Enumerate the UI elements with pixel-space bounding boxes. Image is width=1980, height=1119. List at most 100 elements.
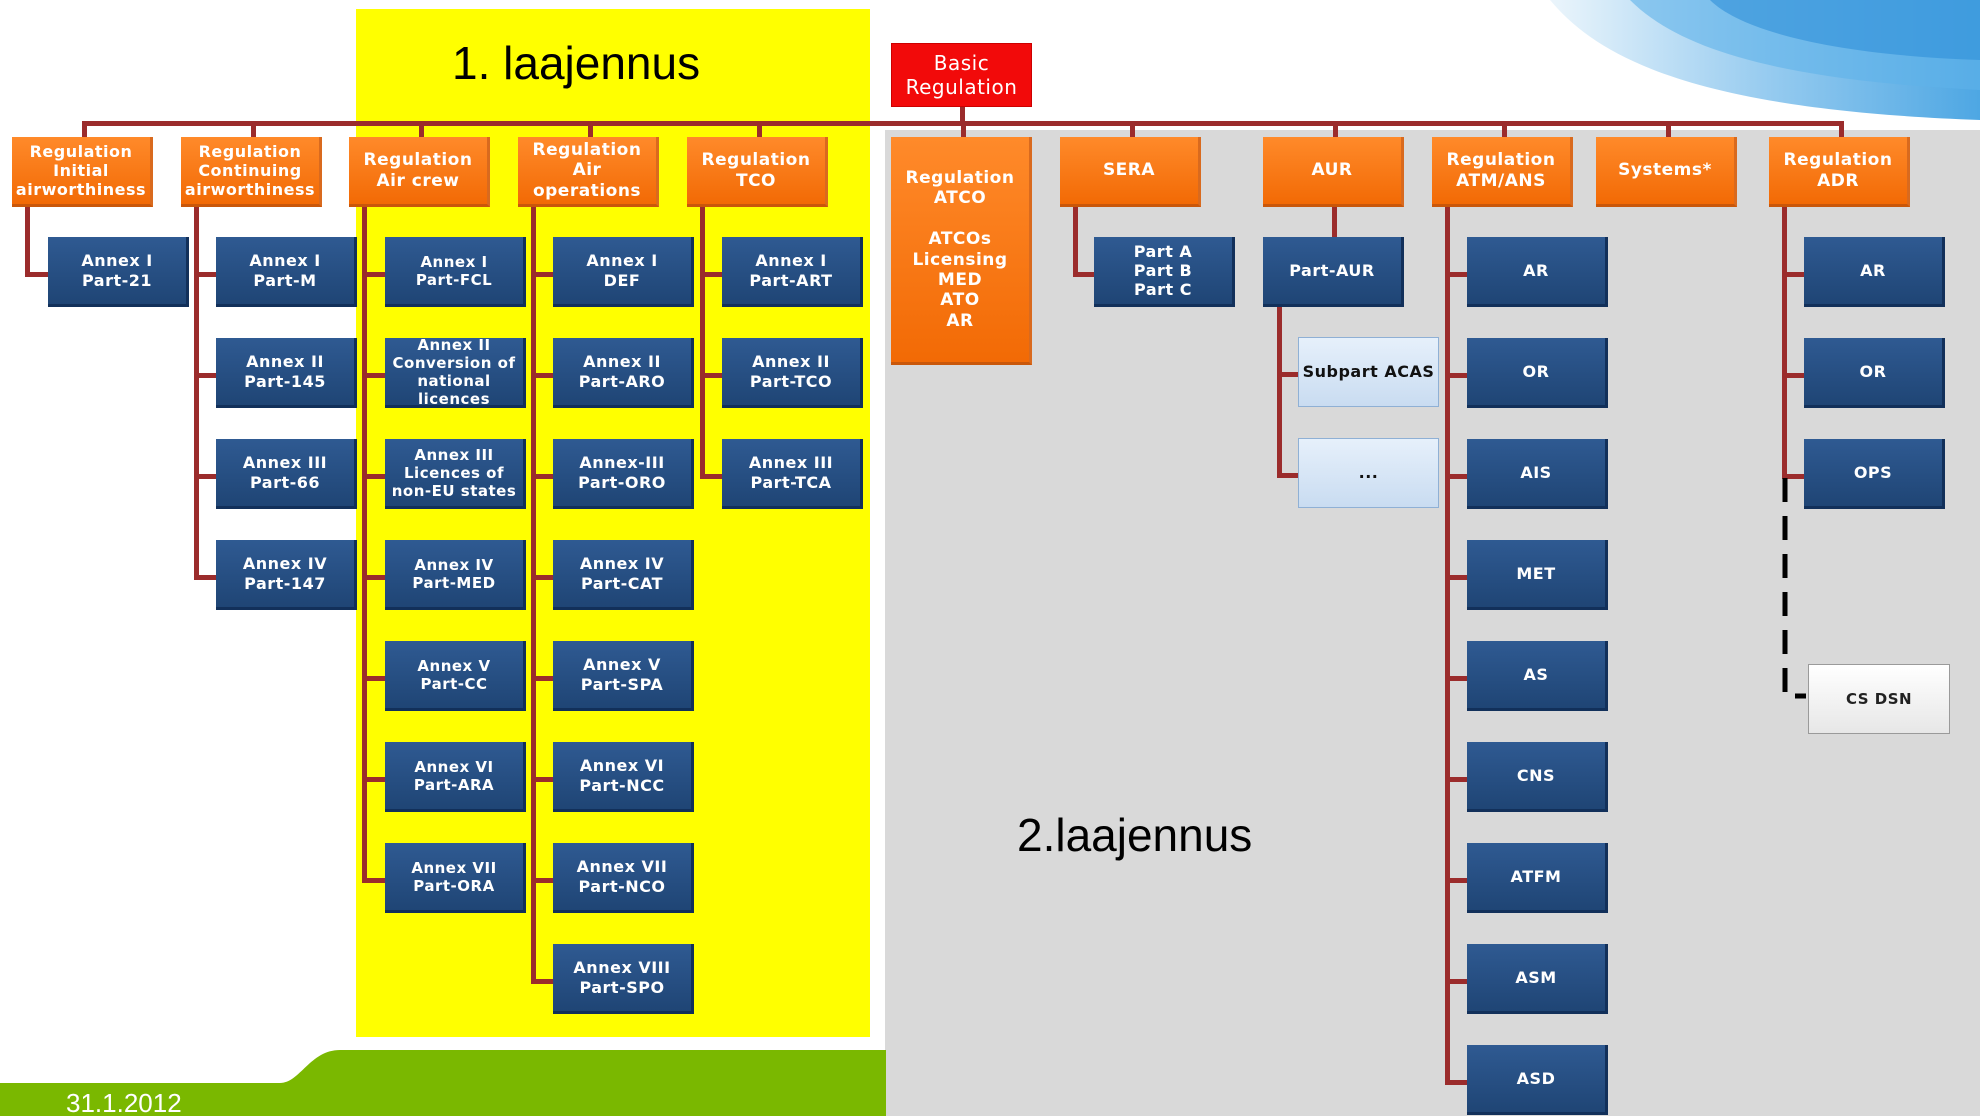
- atm-ans-item-label-line: AIS: [1520, 462, 1552, 482]
- aur-subpart-item-label-line: ...: [1358, 463, 1379, 483]
- adr-item[interactable]: OPS: [1804, 439, 1945, 509]
- air-operations-item-label-line: Part-SPA: [580, 674, 664, 694]
- connector-line: [362, 373, 385, 378]
- continuing-airworthiness-item-label-line: Part-145: [244, 371, 326, 391]
- air-operations-item-label-line: Part-SPO: [579, 977, 665, 997]
- adr-item[interactable]: OR: [1804, 338, 1945, 408]
- header-atm-ans-label-line: Regulation: [1446, 150, 1556, 171]
- aur-subpart-item-label-line: Subpart ACAS: [1302, 362, 1435, 382]
- air-operations-item-label-line: Annex I: [586, 251, 658, 271]
- adr-item[interactable]: AR: [1804, 237, 1945, 307]
- header-atco-label-line: ATCO: [933, 188, 987, 209]
- atm-ans-item-label-line: CNS: [1516, 765, 1556, 785]
- header-sera[interactable]: SERA: [1060, 137, 1201, 207]
- cs-dsn-item[interactable]: CS DSN: [1808, 664, 1950, 734]
- atm-ans-item[interactable]: ASD: [1467, 1045, 1608, 1115]
- connector-line: [82, 122, 87, 137]
- air-operations-item-label-line: DEF: [603, 270, 641, 290]
- aur-child-item-label-line: Part-AUR: [1289, 260, 1375, 280]
- connector-line: [1277, 307, 1282, 476]
- atm-ans-item[interactable]: OR: [1467, 338, 1608, 408]
- atm-ans-item-label-line: ASM: [1515, 967, 1557, 987]
- sera-item-label-line: Part C: [1134, 280, 1192, 300]
- tco-item-label-line: Annex III: [748, 453, 834, 473]
- atm-ans-item[interactable]: ATFM: [1467, 843, 1608, 913]
- atm-ans-item[interactable]: ASM: [1467, 944, 1608, 1014]
- air-operations-item-label-line: Part-ORO: [578, 472, 666, 492]
- atm-ans-item[interactable]: CNS: [1467, 742, 1608, 812]
- header-sera-label-line: SERA: [1102, 160, 1156, 181]
- connector-line: [1445, 676, 1467, 681]
- aur-subpart-item[interactable]: Subpart ACAS: [1298, 337, 1439, 407]
- header-air-operations-label-line: Air operations: [532, 160, 642, 201]
- root-label-line1: Basic: [933, 51, 990, 75]
- connector-line: [1073, 207, 1078, 275]
- basic-regulation-root[interactable]: Basic Regulation: [891, 43, 1032, 107]
- aur-subpart-item[interactable]: ...: [1298, 438, 1439, 508]
- atm-ans-item[interactable]: AIS: [1467, 439, 1608, 509]
- connector-line: [251, 122, 256, 137]
- connector-line: [1666, 122, 1671, 137]
- air-crew-item-label-line: Part-ORA: [413, 876, 495, 895]
- atm-ans-item[interactable]: MET: [1467, 540, 1608, 610]
- aur-child-item[interactable]: Part-AUR: [1263, 237, 1404, 307]
- air-operations-item-label-line: Part-ARO: [578, 371, 666, 391]
- connector-line: [531, 474, 553, 479]
- header-continuing-airworthiness-label-line: Regulation: [198, 141, 302, 161]
- connector-line: [194, 474, 216, 479]
- adr-item-label-line: AR: [1860, 260, 1886, 280]
- air-operations-item-label-line: Annex-III: [579, 453, 665, 473]
- connector-line: [362, 676, 385, 681]
- header-aur[interactable]: AUR: [1263, 137, 1404, 207]
- connector-line: [531, 207, 536, 982]
- header-atco-label-line: ATO: [940, 290, 980, 311]
- atm-ans-item-label-line: AS: [1523, 664, 1549, 684]
- connector-line: [1445, 207, 1450, 1083]
- dashed-connector: [1782, 478, 1806, 699]
- atm-ans-item[interactable]: AS: [1467, 641, 1608, 711]
- connector-line: [531, 878, 553, 883]
- header-air-crew-label-line: Air crew: [376, 170, 460, 191]
- header-adr-label-line: Regulation: [1783, 150, 1893, 171]
- atm-ans-item[interactable]: AR: [1467, 237, 1608, 307]
- adr-item-label-line: OPS: [1853, 462, 1893, 482]
- connector-line: [1782, 474, 1804, 479]
- header-systems[interactable]: Systems*: [1596, 137, 1737, 207]
- tco-item-label-line: Part-TCA: [750, 472, 832, 492]
- connector-line: [1073, 272, 1094, 277]
- header-tco-label-line: TCO: [735, 170, 777, 191]
- air-operations-item-label-line: Annex V: [583, 655, 661, 675]
